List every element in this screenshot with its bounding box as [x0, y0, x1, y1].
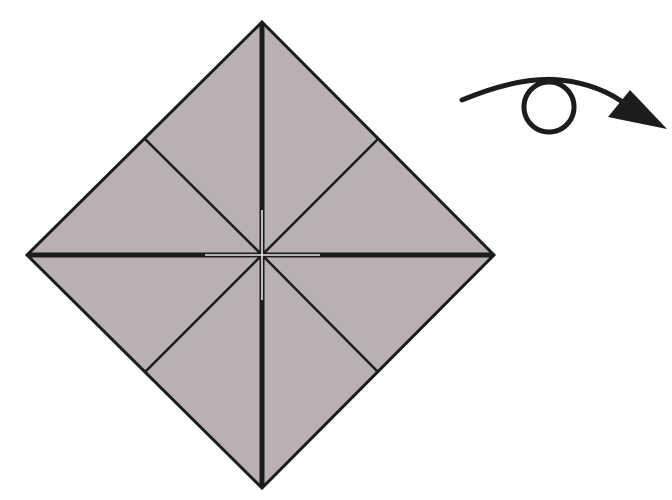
fold-line-lower-right	[260, 253, 380, 374]
fold-lines	[143, 137, 380, 374]
arrow-curve	[459, 76, 563, 103]
turn-over-arrow-icon	[459, 76, 667, 135]
fold-line-upper-left	[143, 137, 264, 257]
main-creases	[29, 24, 492, 486]
fold-line-lower-left	[143, 253, 264, 374]
arrow-head	[608, 90, 667, 129]
fold-line-upper-right	[260, 137, 380, 257]
arrow-loop	[521, 79, 577, 135]
